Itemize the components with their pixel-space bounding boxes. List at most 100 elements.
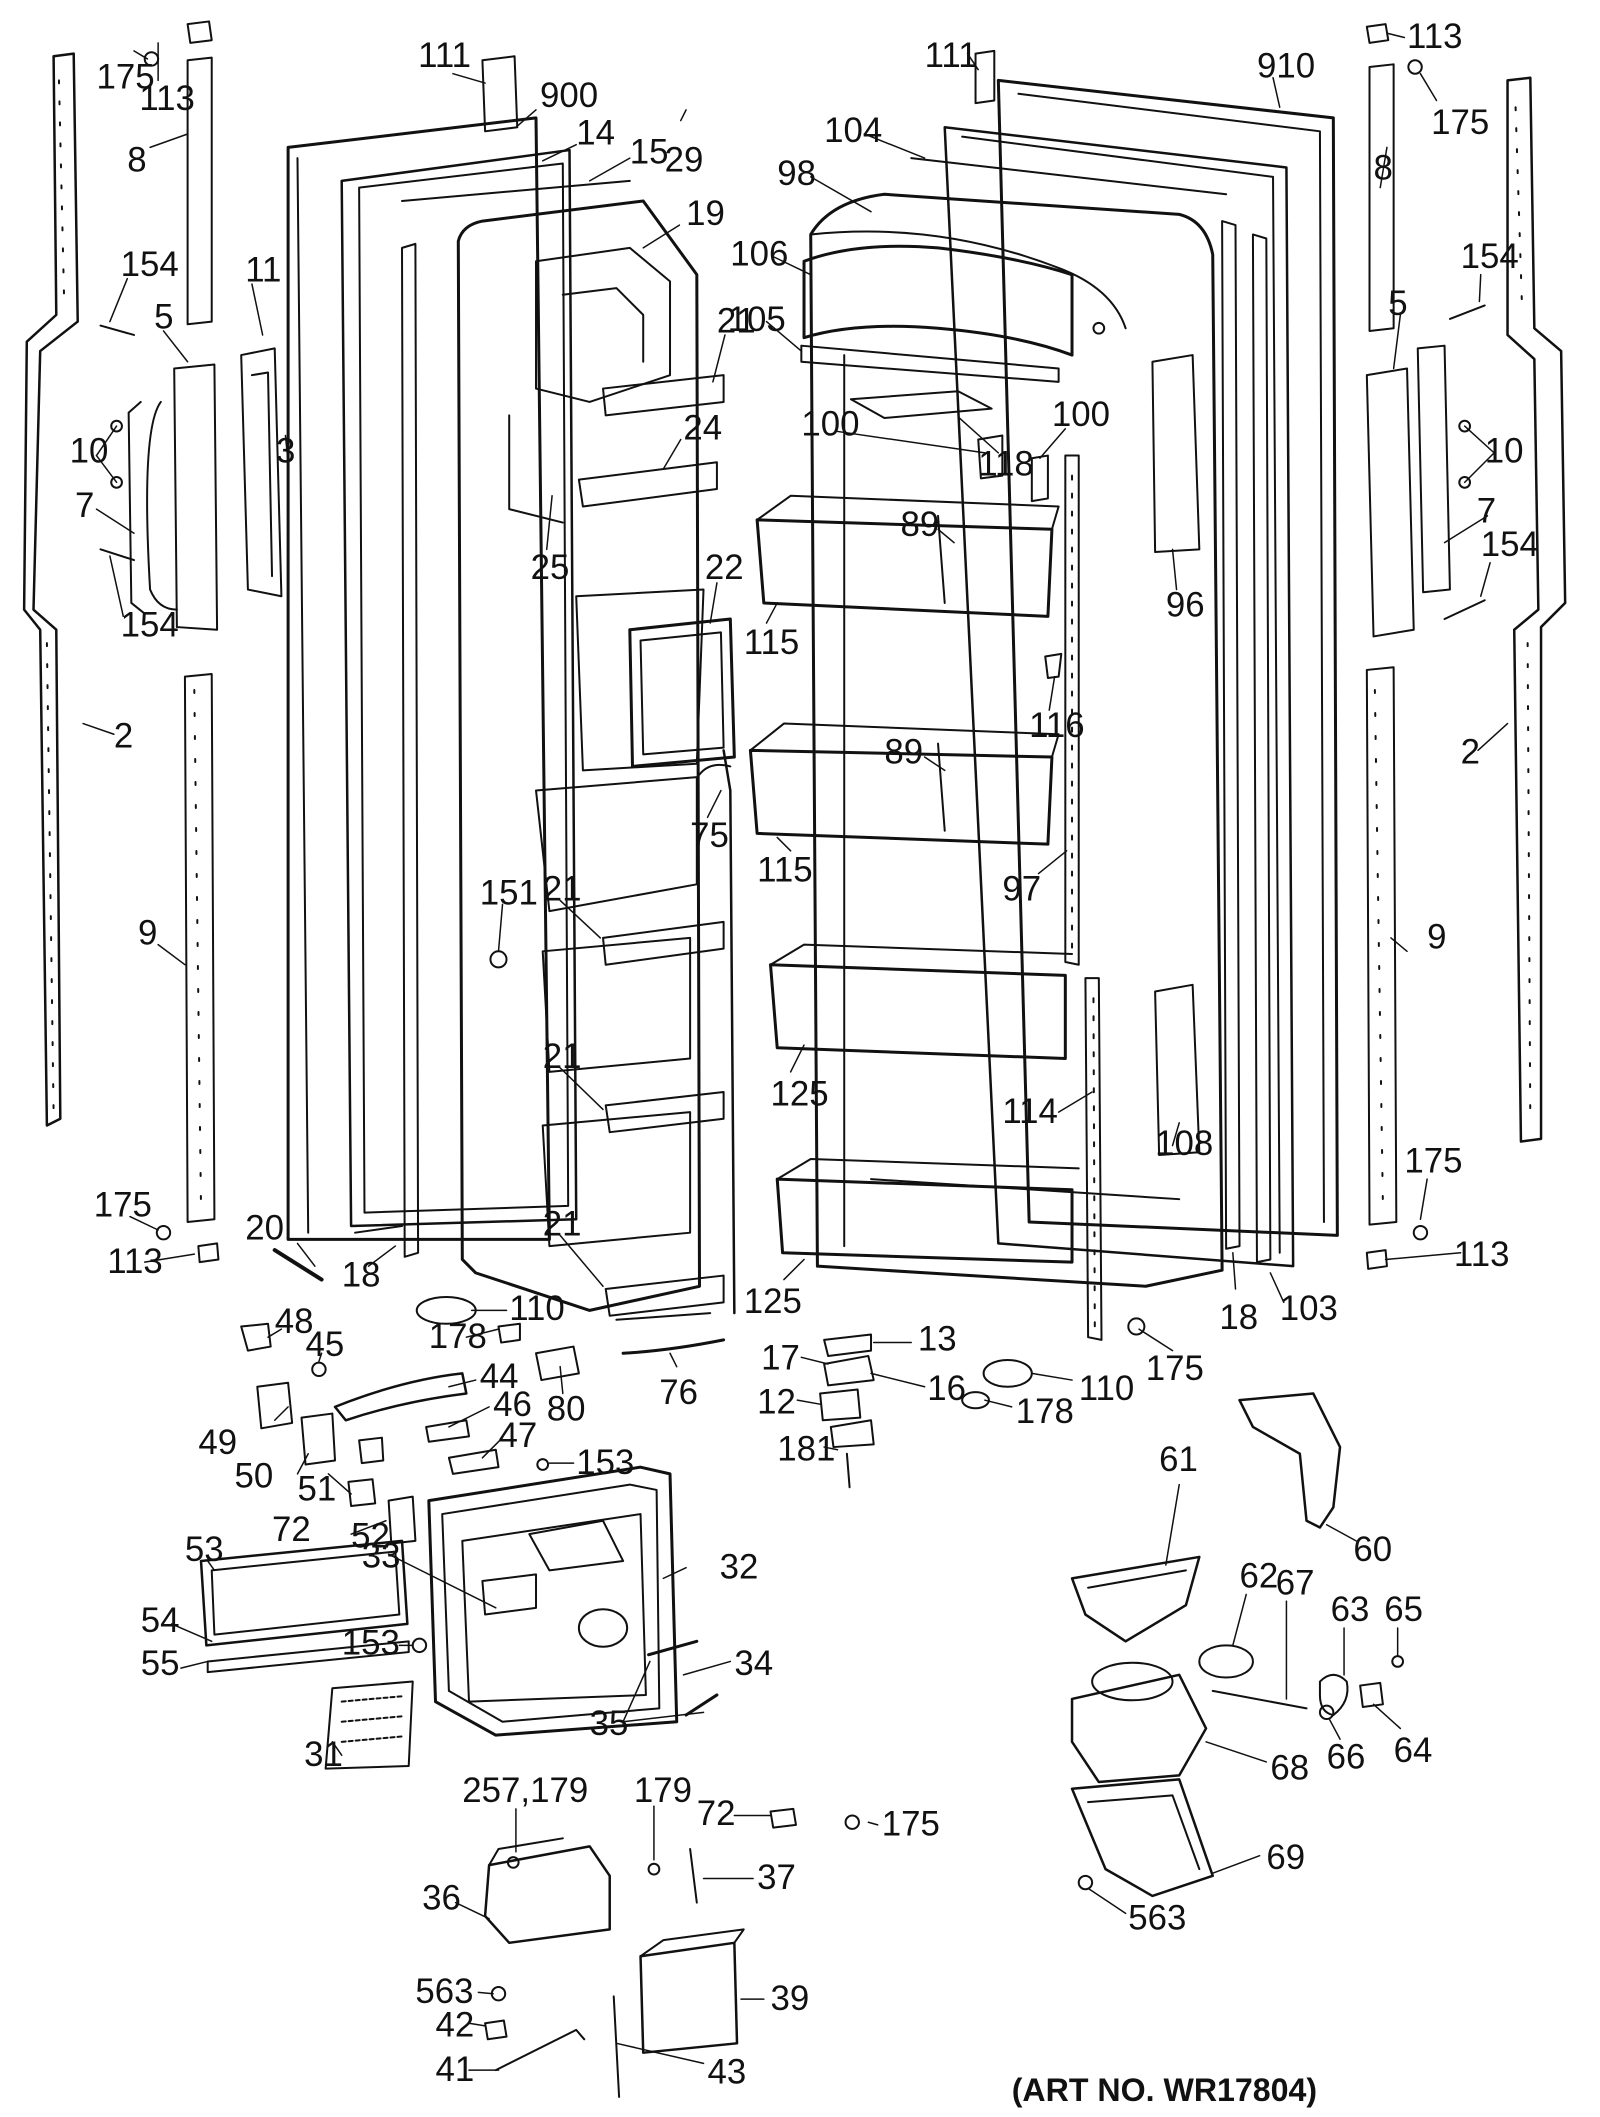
callout-19: 19	[686, 194, 725, 233]
callout-48: 48	[275, 1302, 314, 1341]
callout-10: 10	[1485, 431, 1524, 470]
callout-154: 154	[1481, 525, 1539, 564]
callout-100: 100	[1052, 395, 1110, 434]
ice-fan-assembly	[1072, 1393, 1403, 1895]
callout-98: 98	[777, 154, 816, 193]
callout-106: 106	[730, 234, 788, 273]
callout-15: 15	[630, 132, 669, 171]
callout-113: 113	[107, 1242, 163, 1281]
callout-63: 63	[1331, 1590, 1370, 1629]
callout-9: 9	[1427, 918, 1446, 957]
callout-104: 104	[824, 111, 882, 150]
callout-5: 5	[154, 297, 173, 336]
callout-21: 21	[543, 1204, 582, 1243]
callout-175: 175	[1404, 1141, 1462, 1180]
callout-36: 36	[422, 1878, 461, 1917]
callout-175: 175	[1146, 1349, 1204, 1388]
callout-153: 153	[576, 1443, 634, 1482]
fresh-food-door-gasket	[911, 127, 1293, 1266]
callout-72: 72	[272, 1510, 311, 1549]
callout-76: 76	[659, 1373, 698, 1412]
fresh-food-door-rails	[1065, 221, 1270, 1340]
callout-18: 18	[342, 1255, 381, 1294]
callout-14: 14	[576, 114, 615, 153]
callout-17: 17	[761, 1338, 800, 1377]
callout-100: 100	[801, 404, 859, 443]
callout-9: 9	[138, 914, 157, 953]
callout-125: 125	[744, 1282, 802, 1321]
callout-96: 96	[1166, 585, 1205, 624]
dispenser-bracket-and-motor	[485, 1809, 859, 2097]
freezer-door-handle-trim	[24, 54, 78, 1126]
dispenser-housing	[201, 1467, 717, 1768]
callout-154: 154	[121, 605, 179, 644]
callout-7: 7	[75, 486, 94, 525]
callout-175: 175	[94, 1186, 152, 1225]
callout-31: 31	[304, 1735, 343, 1774]
callout-2: 2	[1461, 733, 1480, 772]
part-callouts: 175 113 8 111 900 14 15 29 19 11 154 5 1…	[70, 17, 1539, 2091]
callout-41: 41	[436, 2050, 475, 2089]
callout-45: 45	[306, 1325, 345, 1364]
hinge-parts	[616, 1313, 1031, 1487]
freezer-hinge-and-strip	[241, 56, 517, 1257]
callout-60: 60	[1353, 1530, 1392, 1569]
callout-181: 181	[777, 1429, 835, 1468]
callout-97: 97	[1002, 869, 1041, 908]
callout-900: 900	[540, 76, 598, 115]
callout-80: 80	[547, 1389, 586, 1428]
callout-43: 43	[708, 2053, 747, 2092]
callout-175: 175	[96, 57, 154, 96]
callout-53: 53	[185, 1530, 224, 1569]
callout-125: 125	[771, 1074, 829, 1113]
callout-114: 114	[1002, 1092, 1058, 1131]
callout-115: 115	[757, 851, 813, 890]
art-number: (ART NO. WR17804)	[1012, 2072, 1317, 2108]
callout-175: 175	[1431, 103, 1489, 142]
callout-21: 21	[543, 1037, 582, 1076]
fresh-food-door-outer-panel	[998, 80, 1337, 1235]
freezer-door-outer-panel	[288, 118, 549, 1239]
callout-72: 72	[697, 1794, 736, 1833]
callout-7: 7	[1477, 492, 1496, 531]
callout-257-179: 257,179	[462, 1771, 588, 1810]
callout-118: 118	[978, 445, 1034, 484]
callout-21: 21	[717, 301, 756, 340]
callout-151: 151	[480, 873, 538, 912]
callout-153: 153	[342, 1624, 400, 1663]
freezer-small-fasteners	[101, 21, 507, 1279]
callout-8: 8	[1374, 149, 1393, 188]
callout-154: 154	[121, 245, 179, 284]
callout-20: 20	[245, 1208, 284, 1247]
callout-2: 2	[114, 717, 133, 756]
callout-178: 178	[1016, 1392, 1074, 1431]
callout-32: 32	[720, 1547, 759, 1586]
callout-5: 5	[1388, 284, 1407, 323]
callout-75: 75	[690, 816, 729, 855]
callout-910: 910	[1257, 47, 1315, 86]
callout-51: 51	[297, 1470, 336, 1509]
callout-8: 8	[127, 141, 146, 180]
callout-105: 105	[728, 300, 786, 339]
callout-563: 563	[1128, 1898, 1186, 1937]
callout-47: 47	[498, 1416, 537, 1455]
callout-34: 34	[734, 1644, 773, 1683]
callout-108: 108	[1155, 1124, 1213, 1163]
freezer-door-liner	[458, 201, 703, 1310]
callout-563: 563	[415, 1972, 473, 2011]
callout-55: 55	[141, 1644, 180, 1683]
callout-35: 35	[590, 1704, 629, 1743]
callout-54: 54	[141, 1601, 180, 1640]
freezer-shelf-rails	[579, 375, 724, 1316]
callout-65: 65	[1384, 1590, 1423, 1629]
callout-37: 37	[757, 1858, 796, 1897]
freezer-door-gasket	[342, 150, 630, 1226]
callout-46: 46	[493, 1385, 532, 1424]
callout-103: 103	[1280, 1289, 1338, 1328]
callout-13: 13	[918, 1320, 957, 1359]
callout-179: 179	[634, 1771, 692, 1810]
callout-89: 89	[901, 505, 940, 544]
callout-29: 29	[665, 141, 704, 180]
callout-110: 110	[1079, 1369, 1135, 1408]
